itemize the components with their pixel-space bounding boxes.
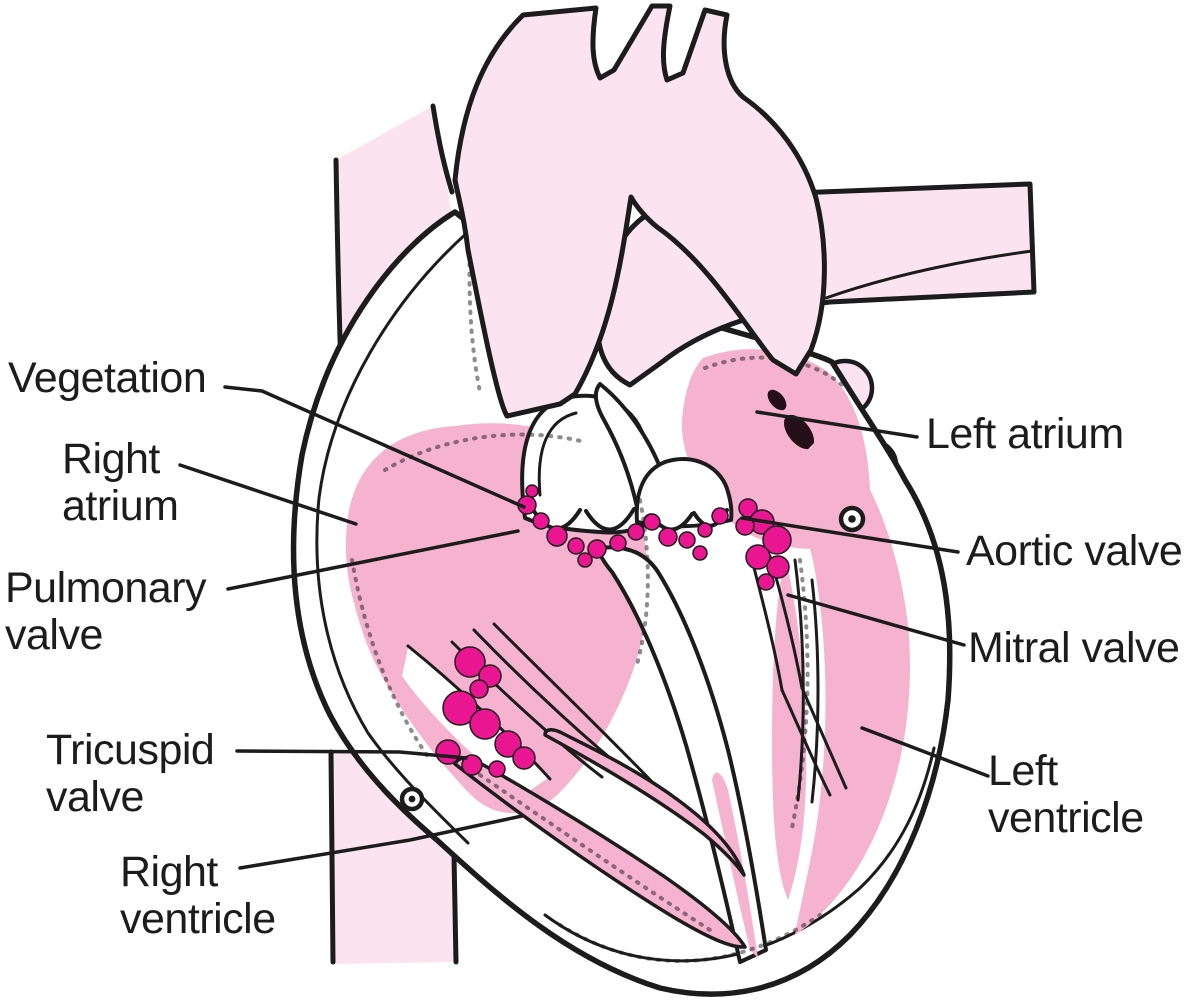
aorta [452, 3, 827, 419]
leader-lines [178, 385, 990, 870]
label-vegetation: Vegetation [8, 354, 207, 402]
pericardium-inner-line [315, 230, 470, 845]
label-aortic-valve: Aortic valve [966, 527, 1183, 575]
right-ventricle-muscle [453, 728, 747, 949]
leader-right-atrium [178, 463, 358, 526]
vegetation-aortic-valve [643, 507, 729, 561]
leader-aortic-valve [740, 516, 960, 554]
stipple-shading [350, 243, 848, 963]
label-mitral-valve: Mitral valve [968, 624, 1180, 672]
leader-mitral-valve [786, 593, 966, 647]
left-ventricle-papillary-muscle [772, 555, 807, 900]
leader-right-ventricle [238, 814, 524, 870]
left-ventricle-wall [785, 430, 911, 935]
leader-vegetation [223, 385, 526, 509]
leader-pulmonary-valve [226, 529, 520, 591]
leader-left-ventricle [860, 726, 990, 778]
leader-left-atrium [755, 410, 919, 439]
label-left-atrium: Left atrium [926, 410, 1124, 458]
septum [597, 545, 768, 964]
vegetation-pulmonary-valve [517, 484, 659, 568]
leader-tricuspid-valve [235, 749, 468, 760]
vegetation-tricuspid-valve [435, 646, 536, 778]
coronary-vessel-cross-section [399, 505, 866, 812]
